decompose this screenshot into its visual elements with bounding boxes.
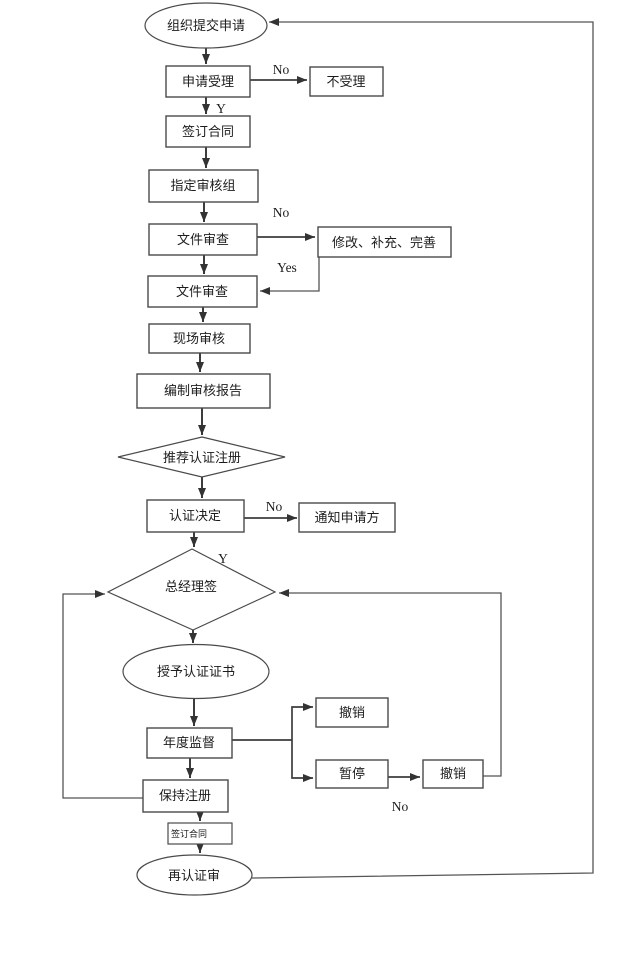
recommend-diamond bbox=[117, 436, 286, 478]
revoke2-box bbox=[422, 759, 484, 789]
node-recontract: 签订合同 bbox=[167, 822, 233, 845]
node-maintain: 保持注册 bbox=[142, 779, 229, 813]
edge-recert-to-start bbox=[251, 18, 594, 879]
onsite-box bbox=[148, 323, 251, 354]
accept-box bbox=[165, 65, 251, 98]
annual-label: 年度监督 bbox=[163, 735, 215, 750]
start-ellipse bbox=[144, 2, 268, 49]
start-label: 组织提交申请 bbox=[167, 18, 245, 33]
recert-label-overflow: 核 bbox=[153, 891, 166, 906]
node-accept: 申请受理 bbox=[165, 65, 251, 98]
notify-box bbox=[298, 502, 396, 533]
report-box bbox=[136, 373, 271, 409]
label-docreview-no: No bbox=[273, 205, 290, 220]
suspend-label: 暂停 bbox=[339, 766, 365, 781]
docreview2-box bbox=[147, 275, 258, 308]
label-decision-yes: Y bbox=[218, 551, 228, 566]
modify-label: 修改、补充、完善 bbox=[332, 235, 436, 250]
node-decision: 认证决定 bbox=[146, 499, 245, 533]
connectors bbox=[62, 18, 594, 879]
team-label: 指定审核组 bbox=[170, 178, 235, 193]
node-contract: 签订合同 bbox=[165, 115, 251, 148]
onsite-label: 现场审核 bbox=[173, 331, 225, 346]
label-suspend-no: No bbox=[392, 799, 409, 814]
edge-modify-to-docreview2 bbox=[260, 257, 320, 295]
node-docreview1: 文件审查 bbox=[148, 223, 258, 256]
node-report: 编制审核报告 bbox=[136, 373, 271, 409]
node-docreview2: 文件审查 bbox=[147, 275, 258, 308]
team-box bbox=[148, 169, 259, 203]
docreview1-label: 文件审查 bbox=[177, 232, 229, 247]
node-onsite: 现场审核 bbox=[148, 323, 251, 354]
node-team: 指定审核组 bbox=[148, 169, 259, 203]
recontract-box bbox=[167, 822, 233, 845]
reject-label: 不受理 bbox=[326, 74, 365, 89]
reject-box bbox=[309, 66, 384, 97]
node-revoke2: 撤销 bbox=[422, 759, 484, 789]
recert-ellipse bbox=[136, 854, 253, 896]
node-modify: 修改、补充、完善 bbox=[317, 226, 452, 258]
edge-split-to-revoke1 bbox=[291, 703, 313, 740]
node-suspend: 暂停 bbox=[315, 759, 389, 789]
label-accept-yes: Y bbox=[216, 101, 226, 116]
maintain-label: 保持注册 bbox=[159, 788, 211, 803]
revoke1-label: 撤销 bbox=[339, 705, 365, 720]
node-recert: 再认证审 核 bbox=[136, 854, 253, 906]
edge-revoke2-to-gmsign bbox=[279, 589, 502, 777]
node-start: 组织提交申请 bbox=[144, 2, 268, 49]
modify-box bbox=[317, 226, 452, 258]
node-reject: 不受理 bbox=[309, 66, 384, 97]
revoke1-box bbox=[315, 697, 389, 728]
revoke2-label: 撤销 bbox=[440, 766, 466, 781]
docreview1-box bbox=[148, 223, 258, 256]
edge-labels: No Y No Yes No Y No bbox=[216, 62, 408, 814]
label-accept-no: No bbox=[273, 62, 290, 77]
grant-ellipse bbox=[122, 643, 270, 700]
report-label: 编制审核报告 bbox=[164, 383, 242, 398]
gm-sign-label: 总经理签 bbox=[165, 579, 217, 594]
maintain-box bbox=[142, 779, 229, 813]
suspend-box bbox=[315, 759, 389, 789]
annual-box bbox=[146, 727, 233, 759]
gm-sign-diamond bbox=[106, 548, 277, 631]
node-gm-sign: 总经理签 bbox=[106, 548, 277, 631]
node-annual: 年度监督 bbox=[146, 727, 233, 759]
notify-label: 通知申请方 bbox=[314, 510, 379, 525]
recontract-label: 签订合同 bbox=[171, 828, 207, 839]
node-revoke1: 撤销 bbox=[315, 697, 389, 728]
docreview2-label: 文件审查 bbox=[176, 284, 228, 299]
label-docreview-yes: Yes bbox=[277, 260, 297, 275]
contract-label: 签订合同 bbox=[182, 124, 234, 139]
recommend-label: 推荐认证注册 bbox=[163, 450, 241, 465]
node-notify: 通知申请方 bbox=[298, 502, 396, 533]
decision-label: 认证决定 bbox=[169, 508, 221, 523]
edge-split-to-suspend bbox=[291, 740, 313, 782]
contract-box bbox=[165, 115, 251, 148]
grant-label: 授予认证证书 bbox=[157, 664, 235, 679]
label-decision-no: No bbox=[266, 499, 283, 514]
edge-maintain-to-gmsign bbox=[62, 590, 143, 799]
accept-label: 申请受理 bbox=[182, 74, 234, 89]
node-recommend: 推荐认证注册 bbox=[117, 436, 286, 478]
node-grant: 授予认证证书 bbox=[122, 643, 270, 700]
recert-label: 再认证审 bbox=[168, 868, 220, 883]
decision-box bbox=[146, 499, 245, 533]
